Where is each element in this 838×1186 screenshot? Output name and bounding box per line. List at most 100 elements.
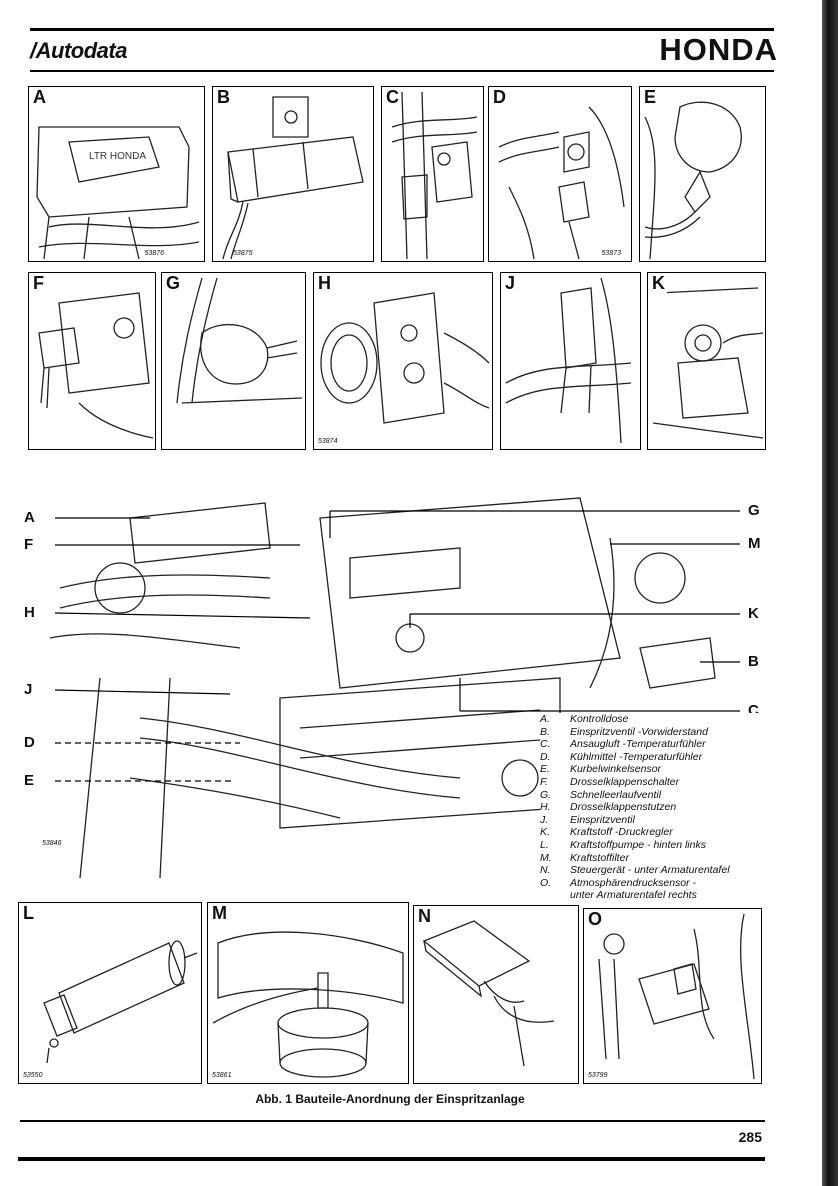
legend-key: M. (540, 851, 552, 864)
panel-h: H 53874 (313, 272, 493, 450)
panel-b-drawing (222, 96, 364, 260)
callout-c: C (748, 702, 759, 719)
callout-d: D (24, 734, 35, 751)
header-rule (30, 28, 774, 31)
panel-a-drawing: LTR HONDA (36, 126, 200, 260)
legend-text: Atmosphärendrucksensor - (570, 876, 697, 889)
panel-o: O 53799 (583, 908, 762, 1084)
panel-code: 53875 (233, 250, 253, 257)
legend-row: K.Kraftstoff -Druckregler (540, 826, 770, 839)
engine-bay-illustration: 53846 (40, 478, 760, 898)
legend-row: O. Atmosphärendrucksensor - (540, 877, 770, 890)
panel-label: K (650, 273, 667, 294)
legend-text: Kraftstoffpumpe - hinten links (570, 838, 706, 851)
legend-text: Einspritzventil -Vorwiderstand (570, 725, 708, 738)
legend-key: B. (540, 725, 550, 738)
legend-key: N. (540, 864, 551, 877)
footer-rule-bottom (18, 1157, 765, 1161)
legend-key: L. (540, 838, 549, 851)
panel-n: N (413, 905, 579, 1084)
legend-row: J. Einspritzventil (540, 814, 770, 827)
panel-e-drawing (644, 101, 742, 260)
panel-g: G (161, 272, 306, 450)
legend-text: Einspritzventil (570, 813, 635, 826)
legend-text: Kurbelwinkelsensor (570, 763, 662, 776)
legend-text: Drosselklappenschalter (570, 775, 680, 788)
panel-label: J (503, 273, 518, 294)
callout-a: A (24, 509, 35, 526)
legend-text: Drosselklappenstutzen (570, 801, 677, 814)
panel-code: 53799 (588, 1072, 608, 1079)
legend-text: Schnelleerlaufventil (570, 788, 662, 801)
figure-code: 53846 (42, 840, 62, 847)
panel-label: L (21, 903, 36, 924)
panel-m-drawing (212, 931, 404, 1078)
legend-key: G. (540, 788, 552, 801)
panel-c-drawing (391, 91, 478, 260)
legend-row: N. Steuergerät - unter Armaturentafel (540, 864, 770, 877)
callout-h: H (24, 604, 35, 621)
legend-row: G. Schnelleerlaufventil (540, 789, 770, 802)
callout-j: J (24, 681, 33, 698)
legend-key: J. (540, 813, 549, 826)
panel-code: 53550 (23, 1072, 43, 1079)
panel-b: B 53875 (212, 86, 374, 262)
callout-m: M (748, 535, 761, 552)
footer-rule-top (20, 1120, 765, 1122)
legend-text: Ansaugluft -Temperaturfühler (570, 738, 706, 751)
panel-j-drawing (505, 277, 632, 444)
svg-text:LTR HONDA: LTR HONDA (89, 151, 146, 162)
callout-f: F (24, 536, 34, 553)
brand-logo: /Autodata (30, 38, 127, 63)
panel-d-drawing (498, 106, 625, 260)
panel-code: 53873 (601, 250, 621, 257)
legend-row: L. Kraftstoffpumpe - hinten links (540, 839, 770, 852)
panel-label: N (416, 906, 433, 927)
panel-label: A (31, 87, 48, 108)
legend-text: Steuergerät - unter Armaturentafel (570, 864, 730, 877)
legend-key: H. (540, 801, 551, 814)
legend-row: A.Kontrolldose (540, 713, 770, 726)
legend-text: unter Armaturentafel rechts (570, 889, 697, 902)
legend-row: M. Kraftstoffilter (540, 852, 770, 865)
scanned-page-edge (822, 0, 838, 1186)
panel-d: D 53873 (488, 86, 632, 262)
panel-label: G (164, 273, 183, 294)
callout-k: K (748, 605, 759, 622)
panel-f: F (28, 272, 156, 450)
legend-row: E. Kurbelwinkelsensor (540, 763, 770, 776)
panel-e: E (639, 86, 766, 262)
legend-key: D. (540, 750, 551, 763)
panel-k-drawing (652, 287, 764, 439)
panel-label: D (491, 87, 508, 108)
panel-label: M (210, 903, 229, 924)
panel-code: 53876 (144, 250, 164, 257)
legend-text: Kühlmittel -Temperaturfühler (570, 750, 703, 763)
panel-j: J (500, 272, 641, 450)
legend-text: Kraftstoffilter (570, 851, 629, 864)
figure-caption: Abb. 1 Bauteile-Anordnung der Einspritza… (255, 1092, 525, 1106)
panel-label: C (384, 87, 401, 108)
panel-label: B (215, 87, 232, 108)
panel-l: L 53550 (18, 902, 202, 1084)
legend-row: D. Kühlmittel -Temperaturfühler (540, 751, 770, 764)
panel-label: O (586, 909, 605, 930)
panel-h-drawing (320, 292, 490, 424)
callout-b: B (748, 653, 759, 670)
callout-g: G (748, 502, 760, 519)
legend-key: O. (540, 876, 552, 889)
panel-o-drawing (598, 913, 755, 1080)
legend-row: B. Einspritzventil -Vorwiderstand (540, 726, 770, 739)
make-title: HONDA (659, 32, 778, 67)
panel-k: K (647, 272, 766, 450)
legend-text: Kraftstoff -Druckregler (570, 826, 673, 839)
page-number: 285 (738, 1129, 762, 1145)
callout-e: E (24, 772, 35, 789)
panel-f-drawing (38, 292, 154, 439)
legend-key: E. (540, 763, 550, 776)
panel-n-drawing (422, 920, 555, 1067)
legend-key: A. (540, 713, 550, 725)
legend-key (540, 889, 570, 902)
legend-key: F. (540, 775, 548, 788)
panel-m: M 53861 (207, 902, 409, 1084)
